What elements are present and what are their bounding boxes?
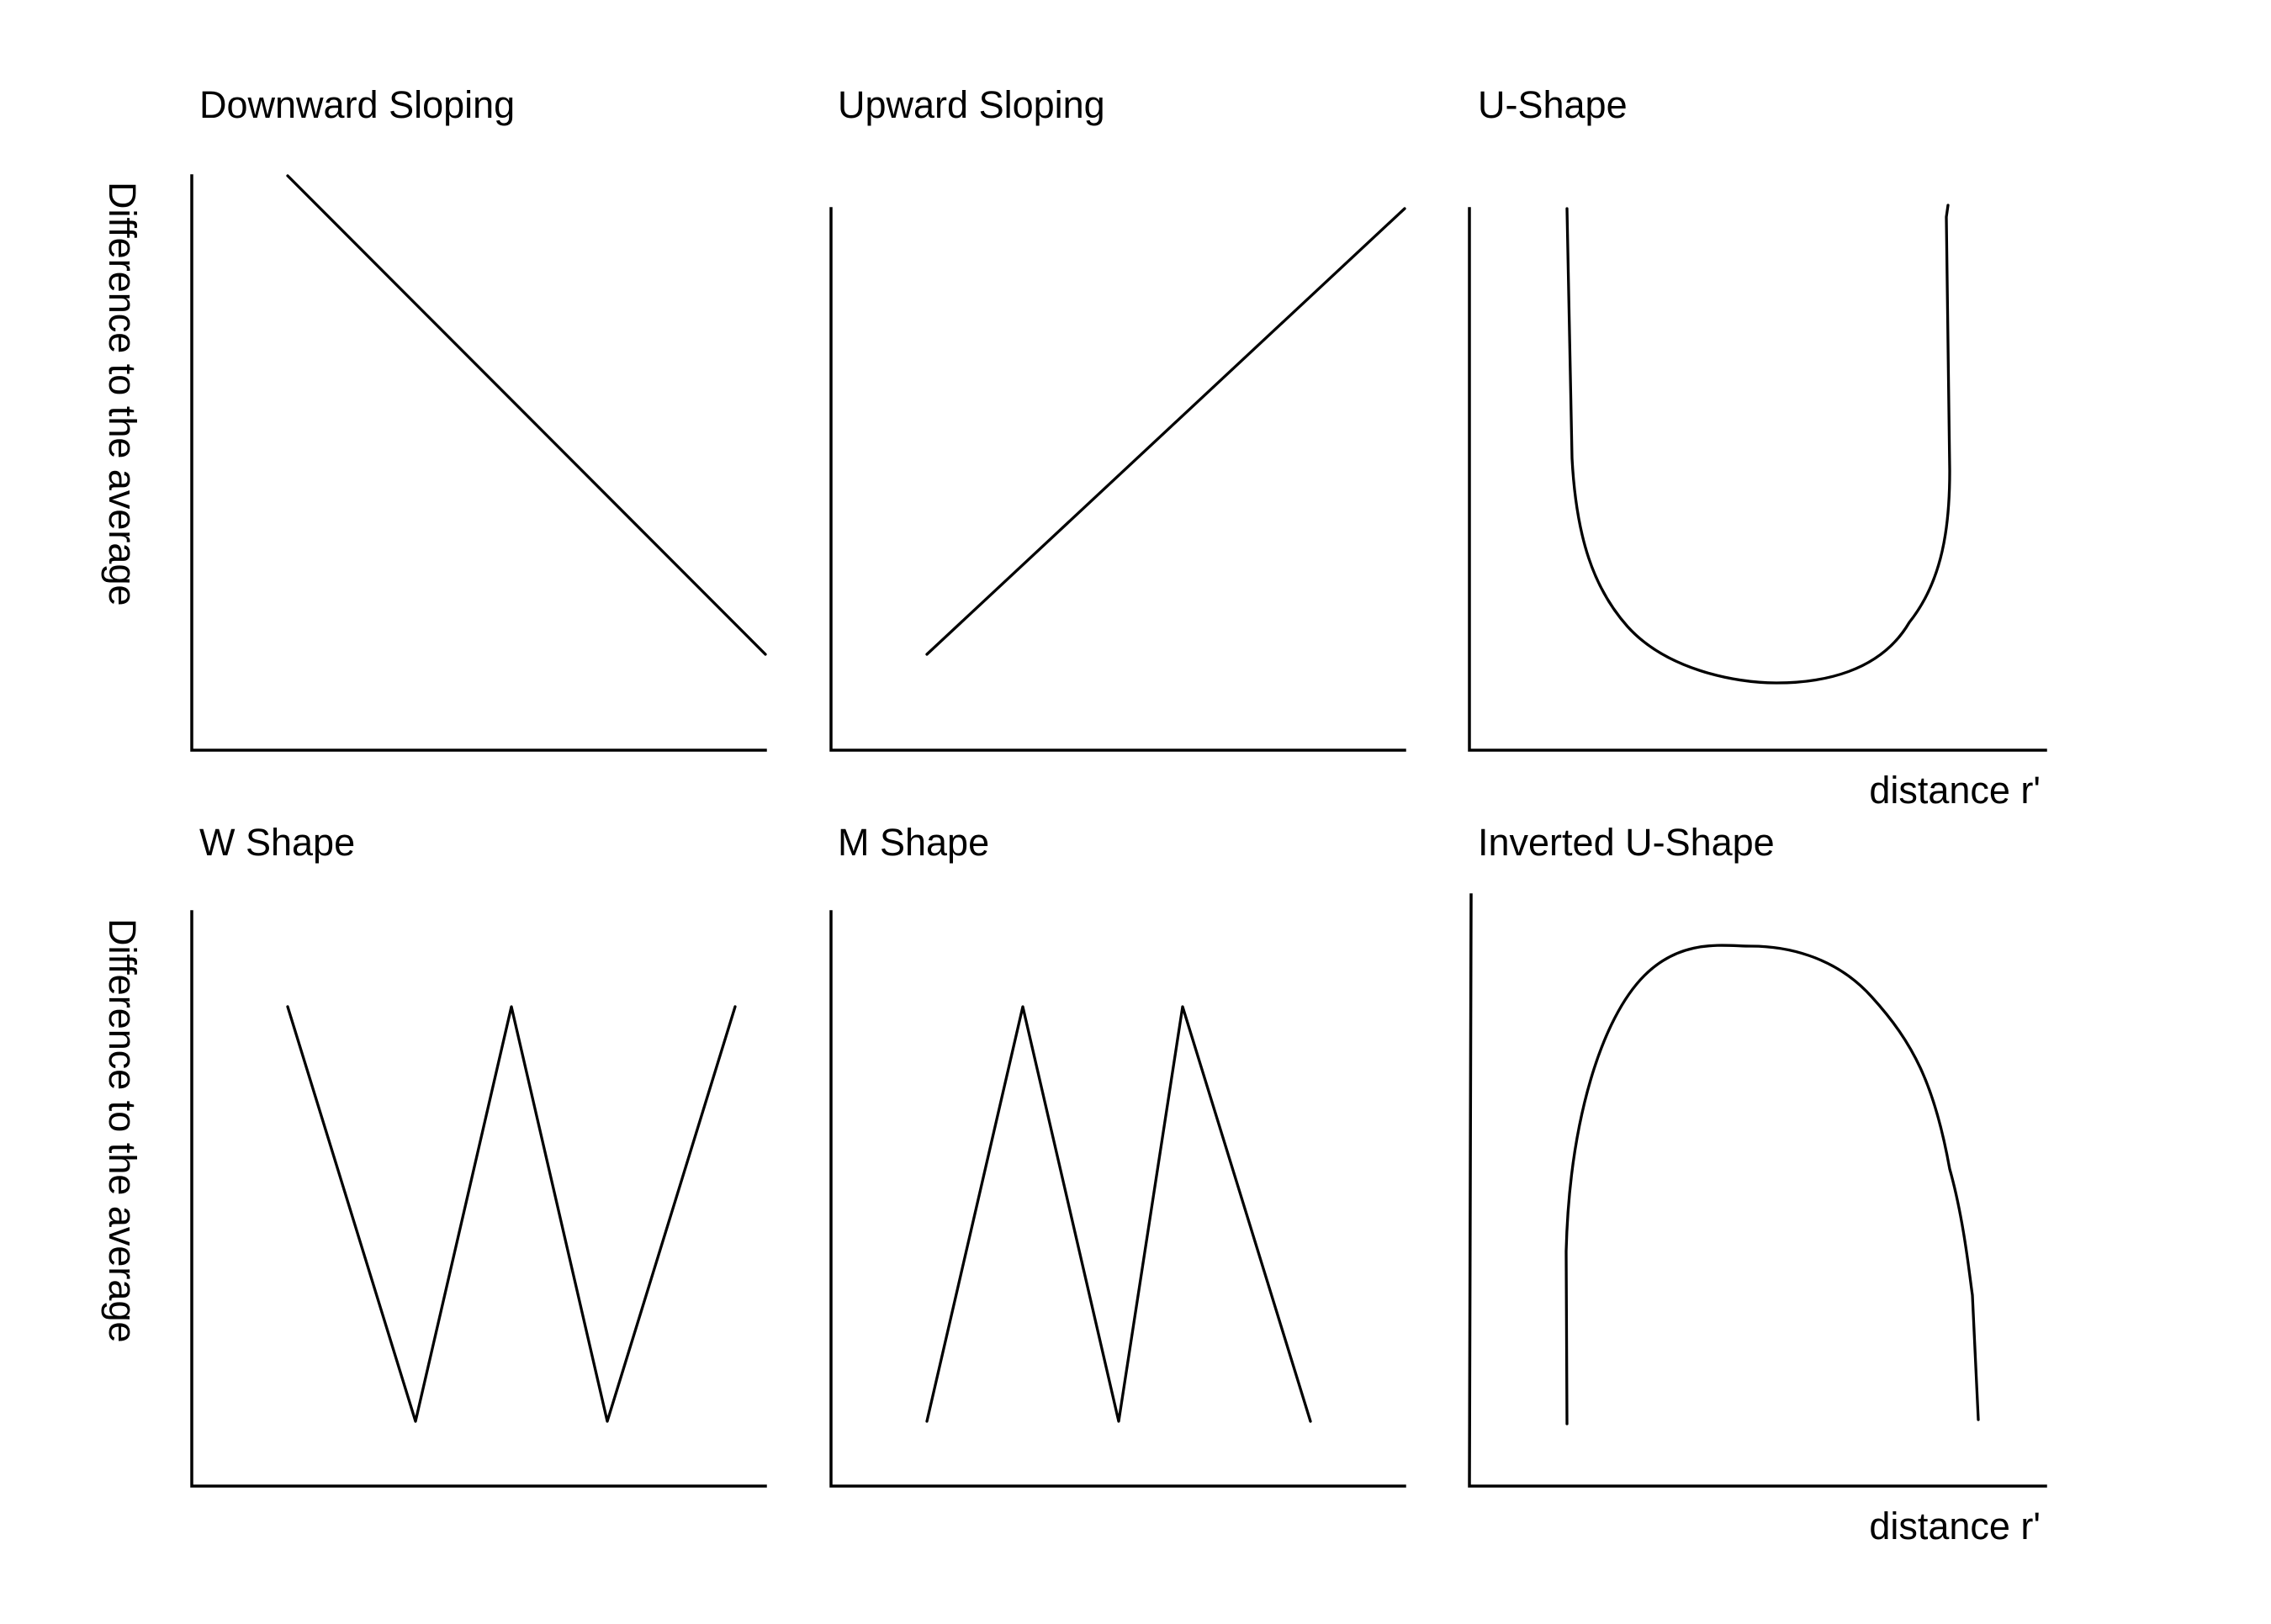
- curve-m-shape: [925, 1005, 1312, 1423]
- panel-u-shape: U-Shape distance r': [1468, 83, 2047, 812]
- axes: [829, 910, 1406, 1488]
- axes: [829, 207, 1406, 752]
- curve-inverted-u-shape: [1564, 944, 1980, 1426]
- x-axis-label: distance r': [1869, 1505, 2041, 1547]
- panel-inverted-u-shape: Inverted U-Shape distance r': [1468, 821, 2047, 1547]
- panel-downward-sloping: Downward Sloping Difference to the avera…: [101, 83, 767, 752]
- curve-w-shape: [286, 1005, 737, 1423]
- axes: [1468, 893, 2047, 1488]
- axes: [1468, 207, 2047, 752]
- y-axis-label: Difference to the average: [101, 182, 144, 606]
- panel-upward-sloping: Upward Sloping: [829, 83, 1406, 752]
- panel-title: W Shape: [199, 821, 355, 864]
- curve-u-shape: [1565, 204, 1951, 685]
- curve-upward-sloping: [925, 207, 1406, 656]
- panel-m-shape: M Shape: [829, 821, 1406, 1488]
- curve-downward-sloping: [286, 174, 767, 656]
- axes: [190, 174, 767, 752]
- panel-title: Inverted U-Shape: [1478, 821, 1775, 864]
- x-axis-label: distance r': [1869, 769, 2041, 812]
- axes: [190, 910, 767, 1488]
- panel-w-shape: W Shape Difference to the average: [101, 821, 767, 1488]
- y-axis-label: Difference to the average: [101, 918, 144, 1343]
- panel-title: U-Shape: [1478, 83, 1628, 126]
- panel-title: Upward Sloping: [838, 83, 1105, 126]
- panel-title: M Shape: [838, 821, 989, 864]
- panel-title: Downward Sloping: [199, 83, 515, 126]
